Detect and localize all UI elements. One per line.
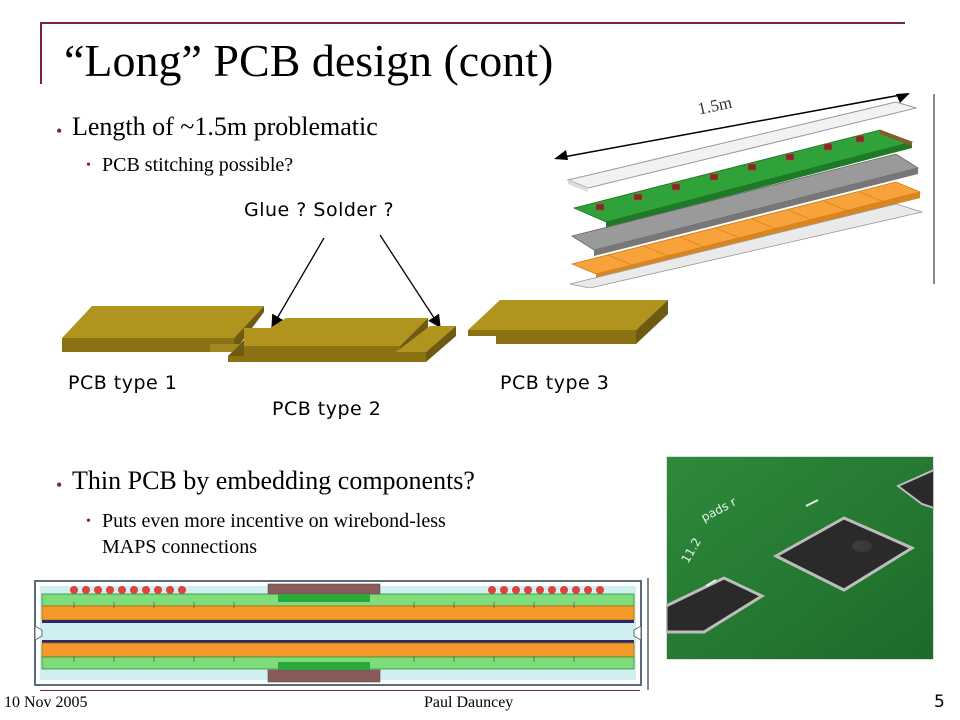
pcb-type2-shape (228, 318, 456, 362)
footer-date: 10 Nov 2005 (4, 694, 88, 711)
page-number: 5 (934, 692, 945, 712)
title-frame-left (40, 22, 42, 84)
page-title: “Long” PCB design (cont) (64, 35, 554, 86)
pcb-type3-label: PCB type 3 (500, 372, 610, 394)
sub-bullet-wirebond-line1: Puts even more incentive on wirebond-les… (102, 510, 446, 532)
arrow-to-right-joint (379, 234, 441, 329)
footer-rule (40, 690, 640, 691)
bullet-thin-pcb: Thin PCB by embedding components? (72, 466, 475, 495)
sub-bullet-wirebond-line2: MAPS connections (102, 536, 257, 558)
pcb-type1-shape (62, 306, 264, 352)
sub-bullet-stitching: PCB stitching possible? (102, 154, 294, 176)
embedded-chip-photo: pads r 11.2 (666, 456, 934, 660)
glue-solder-label: Glue ? Solder ? (244, 199, 395, 221)
ladder-exploded-render (554, 93, 935, 288)
pcb-type1-label: PCB type 1 (68, 372, 178, 394)
embedded-components-cross-section (34, 578, 649, 690)
bullet-marker: • (56, 121, 63, 141)
pcb-type3-shape (468, 300, 668, 344)
bullet-length: Length of ~1.5m problematic (72, 112, 378, 141)
arrow-to-left-joint (271, 237, 325, 329)
title-frame-top (40, 22, 905, 24)
pcb-type2-label: PCB type 2 (272, 398, 382, 420)
footer-author: Paul Dauncey (424, 694, 514, 711)
sub-bullet-marker: • (86, 514, 91, 529)
sub-bullet-marker: • (86, 158, 91, 173)
bullet-marker: • (56, 475, 63, 495)
